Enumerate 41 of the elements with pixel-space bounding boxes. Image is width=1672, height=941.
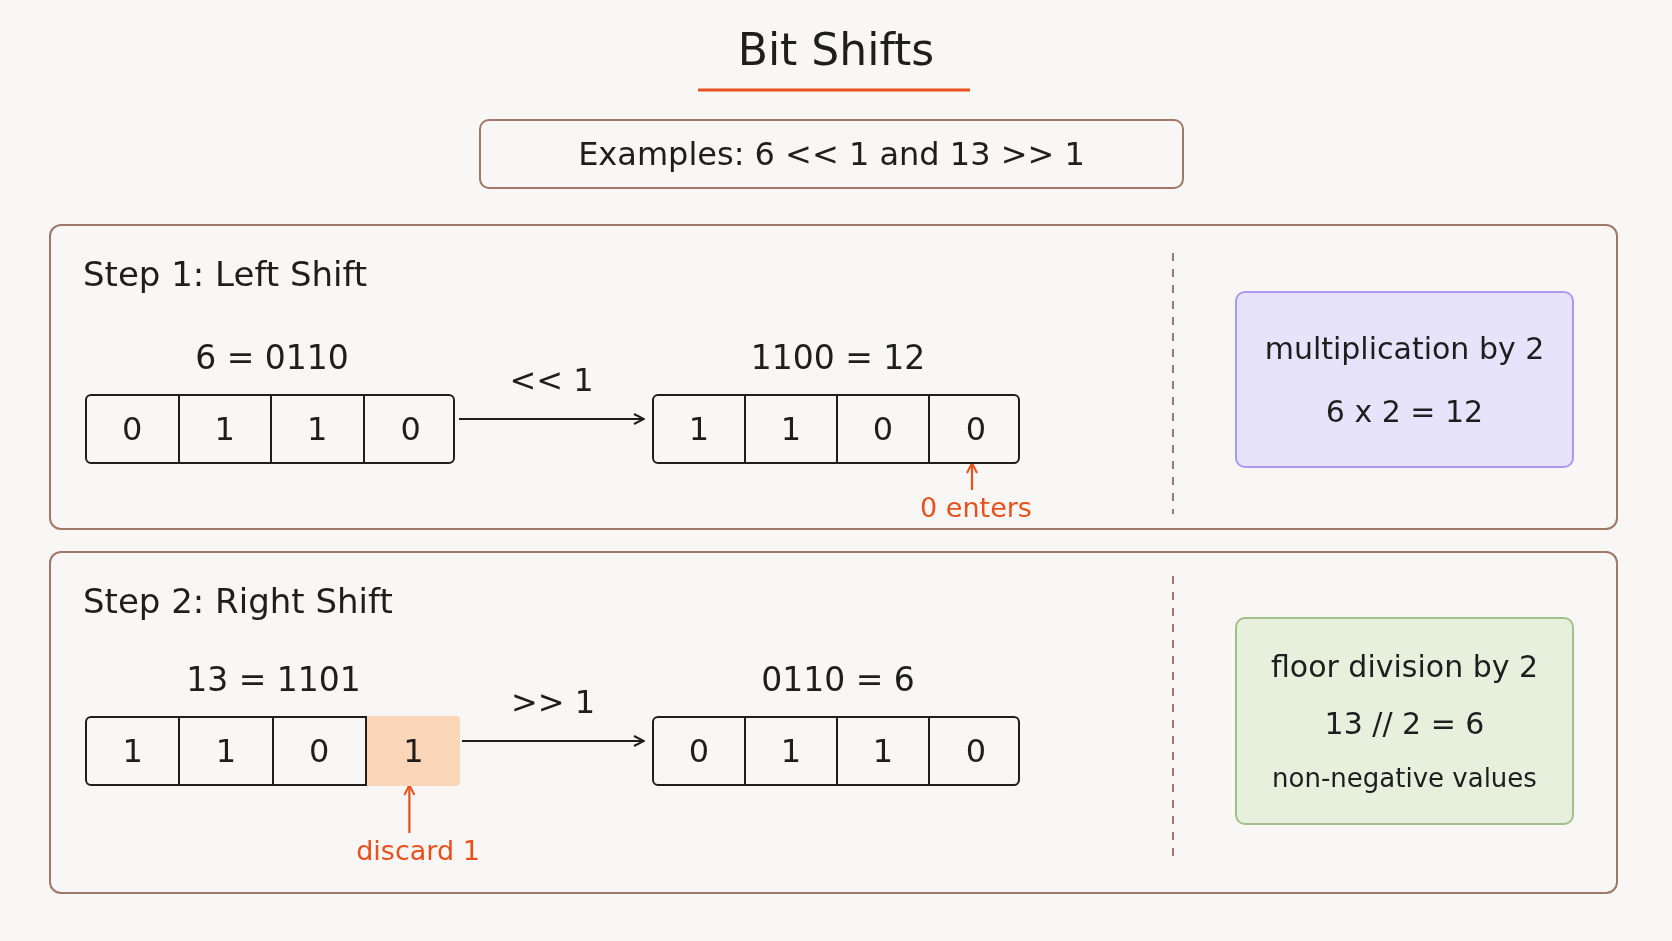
arrow — [403, 784, 416, 833]
bit-value: 0 — [308, 731, 330, 770]
arrow — [459, 413, 645, 425]
bit-value: 0 — [965, 409, 987, 448]
bit-value: 1 — [872, 731, 894, 770]
bit-value: 0 — [122, 409, 143, 448]
bit-value: 0 — [965, 731, 987, 770]
arrow — [966, 462, 978, 490]
result-box — [1235, 291, 1574, 468]
bit-value: 0 — [872, 409, 894, 448]
bit-value: 1 — [214, 409, 235, 448]
bit-value: 1 — [307, 409, 328, 448]
array-heading: 6 = 0110 — [194, 338, 350, 377]
result-box — [1235, 617, 1574, 825]
array-heading: 1100 = 12 — [749, 338, 927, 377]
step-panel — [49, 551, 1618, 894]
array-heading: 13 = 1101 — [185, 660, 362, 699]
step-heading: Step 1: Left Shift — [83, 254, 368, 294]
note-text: 0 enters — [920, 492, 1032, 524]
box-heading: floor division by 2 — [1270, 649, 1539, 684]
bit-value: 1 — [688, 409, 710, 448]
bit-value: 1 — [122, 731, 143, 770]
bit-value: 1 — [215, 731, 237, 770]
bit-cell — [366, 715, 460, 786]
box-text: non-negative values — [1272, 763, 1537, 793]
step-panel — [49, 224, 1618, 530]
title: Bit Shifts — [736, 24, 936, 75]
example-box — [479, 119, 1184, 189]
bit-value: 1 — [780, 409, 802, 448]
note-text: discard 1 — [352, 835, 484, 869]
box-heading: multiplication by 2 — [1264, 330, 1545, 366]
bit-value: 1 — [780, 731, 802, 770]
box-text: 13 // 2 = 6 — [1324, 706, 1485, 741]
arrow — [462, 735, 645, 747]
box-heading: Examples: 6 << 1 and 13 >> 1 — [578, 135, 1085, 173]
bit-value: 0 — [400, 409, 421, 448]
box-text: 6 x 2 = 12 — [1325, 393, 1484, 429]
bit-value: 1 — [403, 731, 424, 770]
bit-value: 0 — [688, 731, 710, 770]
step-heading: Step 2: Right Shift — [83, 581, 393, 621]
array-heading: 0110 = 6 — [760, 660, 916, 699]
